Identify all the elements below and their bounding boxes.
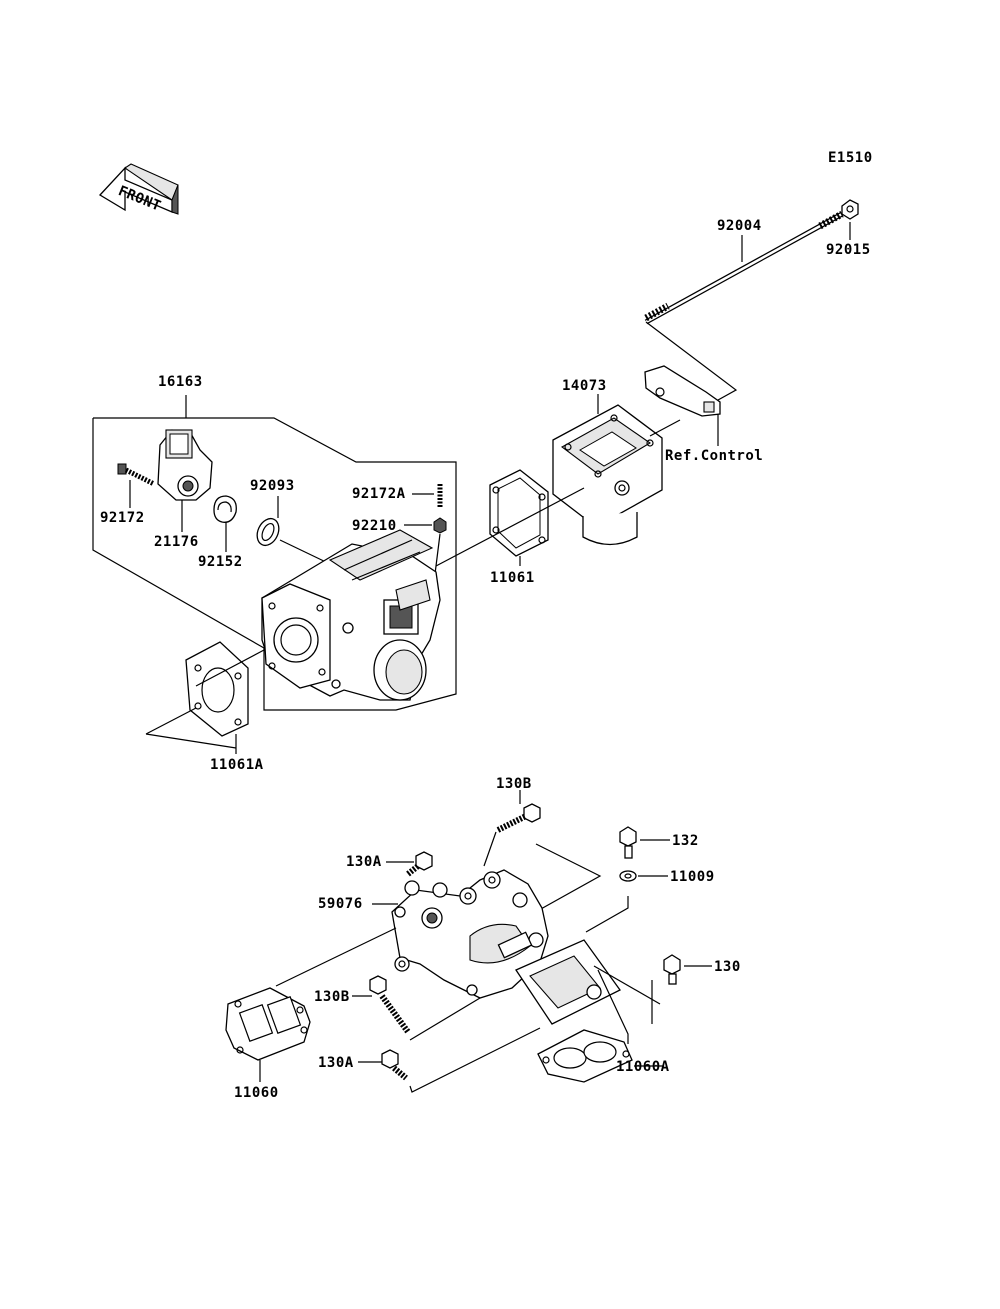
diagram-code: E1510 [828, 150, 873, 166]
label-11061A: 11061A [210, 757, 264, 773]
label-130B-left: 130B [314, 989, 350, 1005]
label-21176: 21176 [154, 534, 199, 550]
label-130: 130 [714, 959, 741, 975]
label-92015: 92015 [826, 242, 871, 258]
oring-92093 [256, 517, 280, 547]
nut-92015 [841, 199, 859, 220]
stud-92004 [644, 210, 844, 325]
clip-92152 [213, 495, 237, 523]
label-11009: 11009 [670, 869, 715, 885]
label-11060: 11060 [234, 1085, 279, 1101]
label-92172A: 92172A [352, 486, 406, 502]
label-16163: 16163 [158, 374, 203, 390]
washer-11009 [619, 870, 637, 882]
front-arrow-icon: FRONT [98, 163, 179, 215]
manifold-59076 [391, 869, 621, 1025]
gasket-11061A [185, 641, 249, 737]
label-92093: 92093 [250, 478, 295, 494]
label-59076: 59076 [318, 896, 363, 912]
label-14073: 14073 [562, 378, 607, 394]
bolt-130B-top [496, 803, 541, 833]
label-11061: 11061 [490, 570, 535, 586]
gasket-11060A [537, 1029, 633, 1083]
duct-14073 [552, 404, 663, 546]
bolt-130B-left [369, 975, 411, 1034]
label-92004: 92004 [717, 218, 762, 234]
bolt-132 [619, 826, 637, 859]
control-bracket [644, 365, 721, 417]
bolt-130 [663, 954, 681, 985]
bolt-130A-left [381, 1049, 408, 1081]
label-92210: 92210 [352, 518, 397, 534]
bolt-130A-top [406, 851, 433, 877]
label-92152: 92152 [198, 554, 243, 570]
sensor-21176 [157, 429, 213, 501]
screw-92172 [117, 463, 156, 487]
nut-92210 [433, 517, 447, 534]
label-130A-top: 130A [346, 854, 382, 870]
gasket-11060 [225, 987, 311, 1061]
gasket-11061 [489, 469, 549, 557]
label-130B-top: 130B [496, 776, 532, 792]
label-130A-left: 130A [318, 1055, 354, 1071]
throttle-body [261, 529, 441, 701]
label-132: 132 [672, 833, 699, 849]
label-92172: 92172 [100, 510, 145, 526]
label-ref-control: Ref.Control [665, 448, 763, 464]
label-11060A: 11060A [616, 1059, 670, 1075]
